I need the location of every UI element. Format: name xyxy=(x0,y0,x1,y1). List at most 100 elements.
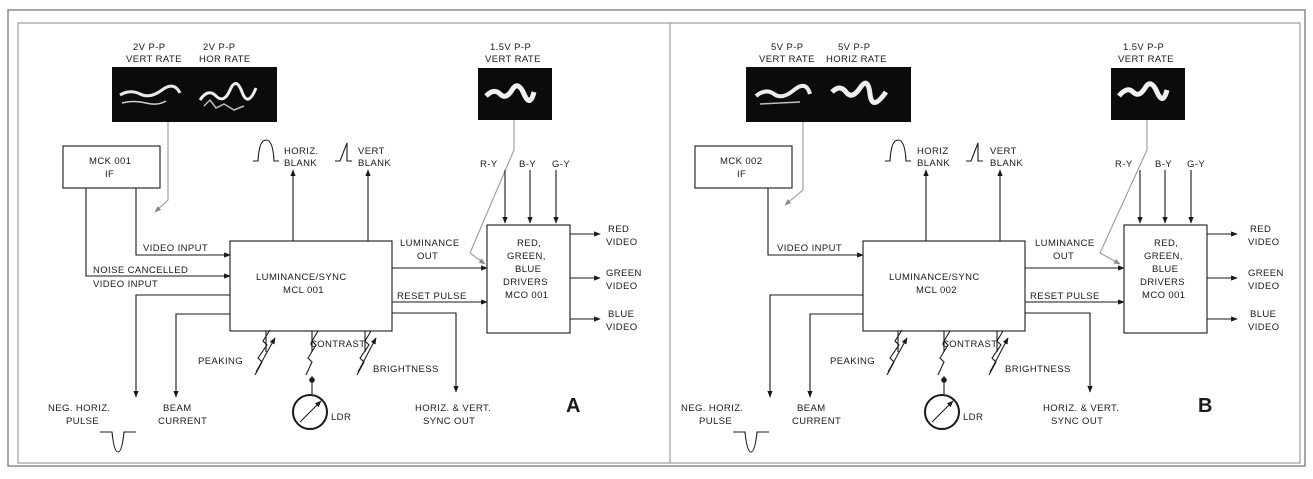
ry-a: R-Y xyxy=(480,159,498,170)
leader-b-right xyxy=(1099,120,1148,265)
horiz-blank-a-line2: BLANK xyxy=(284,158,317,169)
trim-a-brightness xyxy=(357,337,377,373)
wire-b-sync-out xyxy=(1025,312,1093,393)
waveform-a-2 xyxy=(121,100,167,105)
horiz-blank-b-line2: BLANK xyxy=(917,158,950,169)
scope-b-right-line2: VERT RATE xyxy=(1118,54,1174,65)
vert-blank-b-line1: VERT xyxy=(990,146,1017,157)
horiz-blank-b-line1: HORIZ xyxy=(917,146,949,157)
scope-a-mid-line1: 2V P-P xyxy=(203,42,236,53)
green-video-a-line1: GREEN xyxy=(606,268,642,279)
ry-b: R-Y xyxy=(1115,159,1133,170)
luminance-out-a-line2: OUT xyxy=(417,251,438,262)
ldr-b xyxy=(924,394,960,430)
if-a-line2: IF xyxy=(105,169,114,180)
lum-block-b-line1: LUMINANCE/SYNC xyxy=(889,272,980,283)
red-video-b-line2: VIDEO xyxy=(1248,237,1280,248)
by-a: B-Y xyxy=(519,159,536,170)
scope-a-left-line2: VERT RATE xyxy=(126,54,182,65)
scope-b-mid-line1: 5V P-P xyxy=(838,42,871,53)
node-b-contrast xyxy=(941,377,947,383)
peaking-a: PEAKING xyxy=(198,356,243,367)
brightness-a: BRIGHTNESS xyxy=(373,364,439,375)
scope-a-mid-line2: HOR RATE xyxy=(199,54,251,65)
resistor-a-contrast xyxy=(305,330,319,376)
wire-a-neg-horiz xyxy=(133,294,230,398)
panel-letter-a: A xyxy=(566,395,581,417)
leader-a-left xyxy=(154,122,169,213)
green-video-a-line2: VIDEO xyxy=(606,281,638,292)
sync-out-b-line1: HORIZ. & VERT. xyxy=(1043,403,1119,414)
rgb-block-b xyxy=(1123,224,1208,334)
neg-horiz-a-line1: NEG. HORIZ. xyxy=(48,403,110,414)
beam-b-line1: BEAM xyxy=(797,403,826,414)
neg-horiz-b-line1: NEG. HORIZ. xyxy=(681,403,743,414)
luminance-out-b-line1: LUMINANCE xyxy=(1035,238,1095,249)
rgb-b-line2: GREEN, xyxy=(1144,251,1183,262)
sync-out-b-line2: SYNC OUT xyxy=(1051,416,1103,427)
panel-b-frame xyxy=(669,22,1301,464)
contrast-b: CONTRAST xyxy=(942,339,997,350)
red-video-a-line1: RED xyxy=(608,224,629,235)
waveform-a-5 xyxy=(484,83,537,103)
wire-a-beam xyxy=(173,313,230,398)
video-input-a: VIDEO INPUT xyxy=(143,243,208,254)
resistor-b-contrast xyxy=(937,330,951,376)
wire-b-video-input xyxy=(767,188,864,258)
pulse-a-vert xyxy=(335,142,352,162)
rgb-b-line4: DRIVERS xyxy=(1140,277,1185,288)
wire-b-beam xyxy=(807,313,863,398)
rgb-b-line1: RED, xyxy=(1154,238,1178,249)
if-b-line2: IF xyxy=(737,169,746,180)
lum-sync-block-a xyxy=(229,240,393,332)
panel-b xyxy=(669,22,1301,464)
blue-video-a-line2: VIDEO xyxy=(606,322,638,333)
ldr-b-arrow xyxy=(931,400,954,423)
wire-a-noise-cancelled xyxy=(85,188,231,279)
blue-video-b-line1: BLUE xyxy=(1250,309,1276,320)
red-video-a-line2: VIDEO xyxy=(606,237,638,248)
pulse-a-neg xyxy=(100,431,136,453)
red-video-b-line1: RED xyxy=(1250,224,1271,235)
panel-a-labels: 2V P-P VERT RATE 2V P-P HOR RATE 1.5V P-… xyxy=(48,42,642,427)
waveform-b-3 xyxy=(830,80,889,105)
gy-a: G-Y xyxy=(552,159,570,170)
resistor-a-peaking xyxy=(254,329,271,376)
pulse-b-neg xyxy=(733,431,769,453)
scope-a-left-line1: 2V P-P xyxy=(133,42,166,53)
lum-block-b-line2: MCL 002 xyxy=(916,285,957,296)
neg-horiz-a-line2: PULSE xyxy=(66,416,99,427)
brightness-b: BRIGHTNESS xyxy=(1005,364,1071,375)
wire-a-video-input xyxy=(135,188,231,258)
waveform-a-1 xyxy=(119,84,182,98)
leader-b-left xyxy=(784,122,804,206)
wire-a-sync-out xyxy=(392,312,459,393)
ldr-a-label: LDR xyxy=(331,412,351,423)
vert-blank-a-line2: BLANK xyxy=(358,158,391,169)
panel-b-labels: 5V P-P VERT RATE 5V P-P HORIZ RATE 1.5V … xyxy=(681,42,1283,427)
sync-out-a-line2: SYNC OUT xyxy=(423,416,475,427)
rgb-a-line2: GREEN, xyxy=(507,251,546,262)
if-block-b xyxy=(694,145,793,189)
if-block-a xyxy=(62,145,161,189)
panel-letter-b: B xyxy=(1198,395,1213,417)
rgb-b-line3: BLUE xyxy=(1152,264,1178,275)
node-a-contrast xyxy=(309,377,315,383)
vert-blank-b-line2: BLANK xyxy=(990,158,1023,169)
green-video-b-line2: VIDEO xyxy=(1248,281,1280,292)
wire-b-neg-horiz xyxy=(767,294,863,398)
pulse-b-vert xyxy=(966,142,983,162)
scope-b-left-line2: VERT RATE xyxy=(759,54,815,65)
luminance-out-a-line1: LUMINANCE xyxy=(400,238,460,249)
waveform-b-2 xyxy=(759,101,801,105)
scope-b-mid-line2: HORIZ RATE xyxy=(826,54,887,65)
reset-pulse-b: RESET PULSE xyxy=(1030,291,1100,302)
beam-b-line2: CURRENT xyxy=(792,416,841,427)
noise-cancelled-a-line2: VIDEO INPUT xyxy=(93,279,158,290)
contrast-a: CONTRAST xyxy=(310,339,365,350)
neg-horiz-b-line2: PULSE xyxy=(699,416,732,427)
resistor-b-brightness xyxy=(988,330,1004,376)
waveform-b-4 xyxy=(1117,81,1170,101)
vert-blank-a-line1: VERT xyxy=(358,146,385,157)
